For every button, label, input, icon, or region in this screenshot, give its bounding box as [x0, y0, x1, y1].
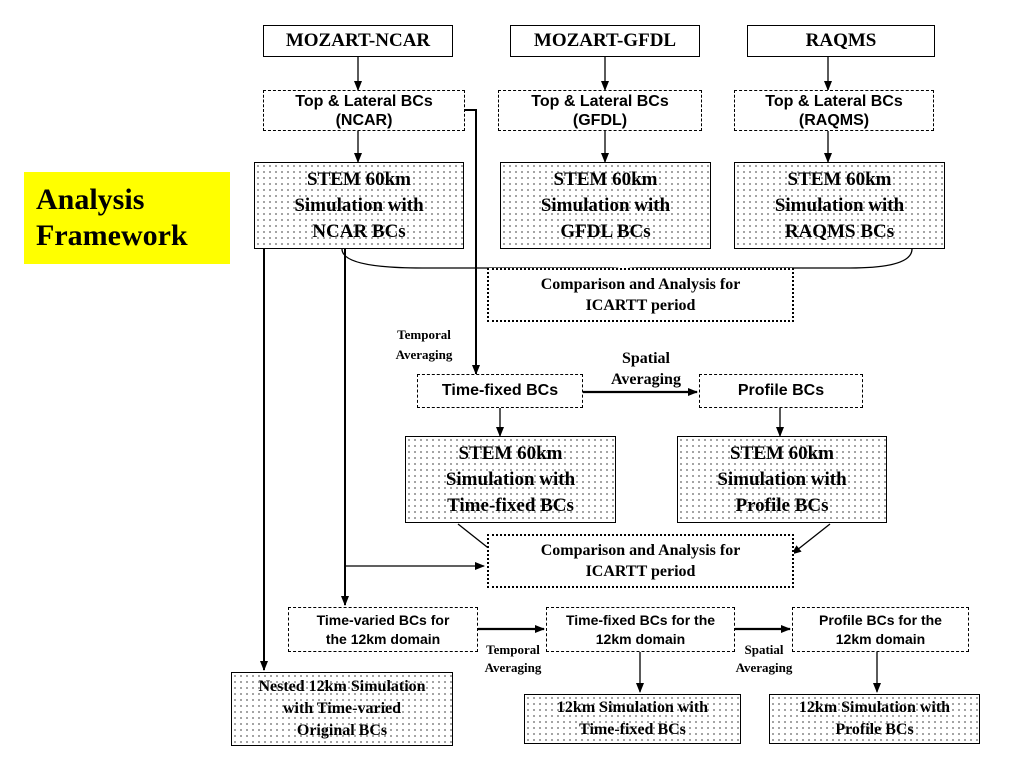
- comparison-1-line-2: ICARTT period: [585, 297, 696, 314]
- time-fixed-bcs: Time-fixed BCs: [417, 374, 583, 408]
- comparison-analysis-2: Comparison and Analysis for ICARTT perio…: [487, 534, 794, 588]
- stem-profile: STEM 60km Simulation with Profile BCs: [677, 436, 887, 523]
- source-mozart-ncar-label: MOZART-NCAR: [285, 30, 431, 51]
- stem-gfdl-line-3: GFDL BCs: [560, 220, 651, 242]
- stem-raqms-line-1: STEM 60km: [787, 168, 892, 190]
- profile-bcs-label: Profile BCs: [737, 382, 825, 399]
- sim-12km-time-fixed: 12km Simulation with Time-fixed BCs: [524, 694, 741, 744]
- arrow-stem-profile-to-comparison: [791, 523, 831, 555]
- stem-gfdl: STEM 60km Simulation with GFDL BCs: [500, 162, 711, 249]
- time-varied-bcs-12km: Time-varied BCs for the 12km domain: [288, 607, 478, 652]
- label-spatial-averaging-2: Spatial Averaging: [723, 641, 805, 677]
- label-temporal-averaging-2-line-1: Temporal: [486, 642, 540, 657]
- bcs-raqms-line-2: (RAQMS): [798, 111, 870, 129]
- stem-profile-line-1: STEM 60km: [730, 442, 834, 464]
- nested-12km-simulation: Nested 12km Simulation with Time-varied …: [231, 672, 453, 746]
- stem-time-fixed-line-3: Time-fixed BCs: [447, 494, 574, 516]
- comparison-2-line-1: Comparison and Analysis for: [540, 542, 741, 559]
- stem-gfdl-line-1: STEM 60km: [553, 168, 658, 190]
- source-mozart-gfdl-label: MOZART-GFDL: [533, 30, 677, 51]
- stem-profile-line-2: Simulation with: [717, 468, 847, 490]
- comparison-2-line-2: ICARTT period: [585, 563, 696, 580]
- stem-ncar-line-3: NCAR BCs: [312, 220, 406, 242]
- title-line-1: Analysis: [36, 183, 145, 216]
- sim-12km-profile: 12km Simulation with Profile BCs: [769, 694, 980, 744]
- nested-12km-line-3: Original BCs: [296, 722, 388, 739]
- analysis-framework-title: Analysis Framework: [24, 172, 230, 264]
- stem-ncar-line-1: STEM 60km: [307, 168, 411, 190]
- bcs-ncar-line-2: (NCAR): [335, 111, 393, 129]
- sim-12km-time-fixed-line-1: 12km Simulation with: [556, 699, 709, 716]
- label-spatial-averaging-1-line-1: Spatial: [621, 350, 670, 367]
- profile-bcs-12km-line-1: Profile BCs for the: [819, 611, 942, 628]
- label-spatial-averaging-1: Spatial Averaging: [596, 348, 696, 390]
- profile-bcs: Profile BCs: [699, 374, 863, 408]
- time-varied-bcs-12km-line-2: the 12km domain: [325, 630, 441, 647]
- sim-12km-time-fixed-line-2: Time-fixed BCs: [579, 721, 686, 738]
- source-mozart-gfdl: MOZART-GFDL: [510, 25, 700, 57]
- stem-time-fixed-line-2: Simulation with: [445, 468, 576, 490]
- profile-bcs-12km: Profile BCs for the 12km domain: [792, 607, 969, 652]
- label-temporal-averaging-1-line-2: Averaging: [395, 347, 453, 362]
- bcs-ncar-line-1: Top & Lateral BCs: [295, 92, 433, 110]
- time-fixed-bcs-label: Time-fixed BCs: [441, 382, 559, 399]
- stem-profile-line-3: Profile BCs: [735, 494, 829, 516]
- stem-time-fixed-line-1: STEM 60km: [458, 442, 563, 464]
- stem-raqms: STEM 60km Simulation with RAQMS BCs: [734, 162, 945, 249]
- stem-raqms-line-2: Simulation with: [774, 194, 905, 216]
- sim-12km-profile-line-1: 12km Simulation with: [798, 699, 951, 716]
- label-temporal-averaging-1: Temporal Averaging: [382, 325, 466, 365]
- bcs-raqms-line-1: Top & Lateral BCs: [765, 92, 903, 110]
- label-temporal-averaging-2: Temporal Averaging: [472, 641, 554, 677]
- bcs-raqms: Top & Lateral BCs (RAQMS): [734, 90, 934, 131]
- stem-raqms-line-3: RAQMS BCs: [784, 220, 895, 242]
- source-mozart-ncar: MOZART-NCAR: [263, 25, 453, 57]
- comparison-1-line-1: Comparison and Analysis for: [540, 276, 741, 293]
- label-temporal-averaging-1-line-1: Temporal: [397, 327, 451, 342]
- time-fixed-bcs-12km: Time-fixed BCs for the 12km domain: [546, 607, 735, 652]
- bcs-gfdl-line-1: Top & Lateral BCs: [531, 92, 669, 110]
- stem-time-fixed: STEM 60km Simulation with Time-fixed BCs: [405, 436, 616, 523]
- time-fixed-bcs-12km-line-2: 12km domain: [595, 630, 686, 647]
- source-raqms: RAQMS: [747, 25, 935, 57]
- sim-12km-profile-line-2: Profile BCs: [835, 721, 914, 738]
- label-temporal-averaging-2-line-2: Averaging: [484, 660, 542, 675]
- nested-12km-line-1: Nested 12km Simulation: [258, 678, 426, 695]
- comparison-analysis-1: Comparison and Analysis for ICARTT perio…: [487, 268, 794, 322]
- time-fixed-bcs-12km-line-1: Time-fixed BCs for the: [565, 611, 716, 628]
- label-spatial-averaging-2-line-1: Spatial: [744, 642, 784, 657]
- bcs-ncar: Top & Lateral BCs (NCAR): [263, 90, 465, 131]
- nested-12km-line-2: with Time-varied: [282, 700, 402, 717]
- arrow-ncar-bcs-to-timefixed: [465, 109, 480, 375]
- stem-ncar-line-2: Simulation with: [294, 194, 424, 216]
- bcs-gfdl-line-2: (GFDL): [572, 111, 628, 129]
- stem-ncar: STEM 60km Simulation with NCAR BCs: [254, 162, 464, 249]
- time-varied-bcs-12km-line-1: Time-varied BCs for: [316, 611, 450, 628]
- label-spatial-averaging-2-line-2: Averaging: [735, 660, 793, 675]
- label-spatial-averaging-1-line-2: Averaging: [611, 371, 681, 388]
- stem-gfdl-line-2: Simulation with: [540, 194, 671, 216]
- bcs-gfdl: Top & Lateral BCs (GFDL): [498, 90, 702, 131]
- profile-bcs-12km-line-2: 12km domain: [835, 630, 926, 647]
- source-raqms-label: RAQMS: [805, 30, 877, 51]
- title-line-2: Framework: [36, 219, 188, 252]
